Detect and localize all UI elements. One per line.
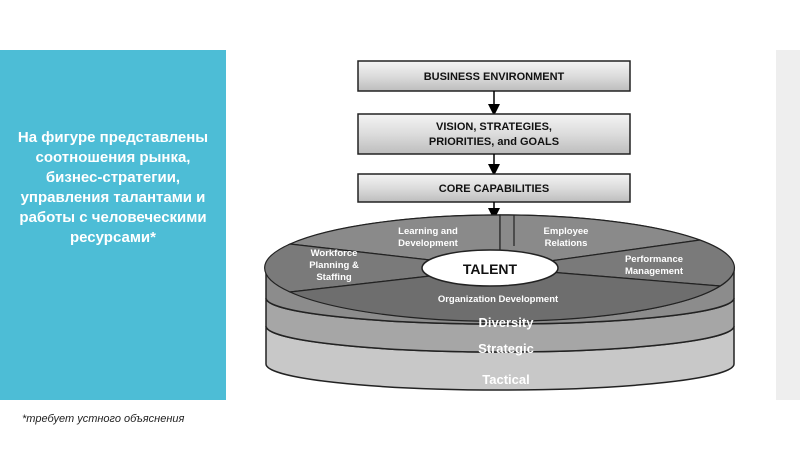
workforce-label-line3: Staffing (316, 272, 352, 283)
segment-employee (499, 214, 701, 269)
employee-label-line1: Employee (544, 226, 589, 237)
segment-performance (499, 239, 735, 287)
vision-label-line2: PRIORITIES, and GOALS (429, 136, 559, 148)
segment-workforce (264, 243, 501, 293)
tactical-label: Tactical (482, 372, 529, 387)
learning-label-line1: Learning and (398, 226, 458, 237)
vision-label-line1: VISION, STRATEGIES, (436, 121, 552, 133)
core-capabilities-box: CORE CAPABILITIES (357, 173, 631, 203)
title-panel (0, 50, 226, 400)
talent-label: TALENT (463, 261, 518, 277)
slide-title: На фигуре представлены соотношения рынка… (17, 129, 209, 246)
talent-ellipse (421, 249, 559, 287)
core-capabilities-label: CORE CAPABILITIES (439, 183, 549, 195)
segment-organization (287, 267, 722, 322)
performance-label-line2: Management (625, 266, 684, 277)
performance-label-line1: Performance (625, 254, 683, 265)
footnote: *требует устного объяснения (22, 413, 185, 425)
diversity-label: Diversity (479, 315, 535, 330)
vision-strategies-box: VISION, STRATEGIES, PRIORITIES, and GOAL… (357, 113, 631, 155)
learning-label-line2: Development (398, 238, 458, 249)
organization-label: Organization Development (438, 294, 559, 305)
right-decor-strip (776, 50, 800, 400)
business-environment-box: BUSINESS ENVIRONMENT (357, 60, 631, 92)
employee-label-line2: Relations (545, 238, 588, 249)
business-environment-label: BUSINESS ENVIRONMENT (424, 71, 565, 83)
strategic-label: Strategic (478, 341, 534, 356)
workforce-label-line1: Workforce (311, 248, 358, 259)
workforce-label-line2: Planning & (309, 260, 359, 271)
